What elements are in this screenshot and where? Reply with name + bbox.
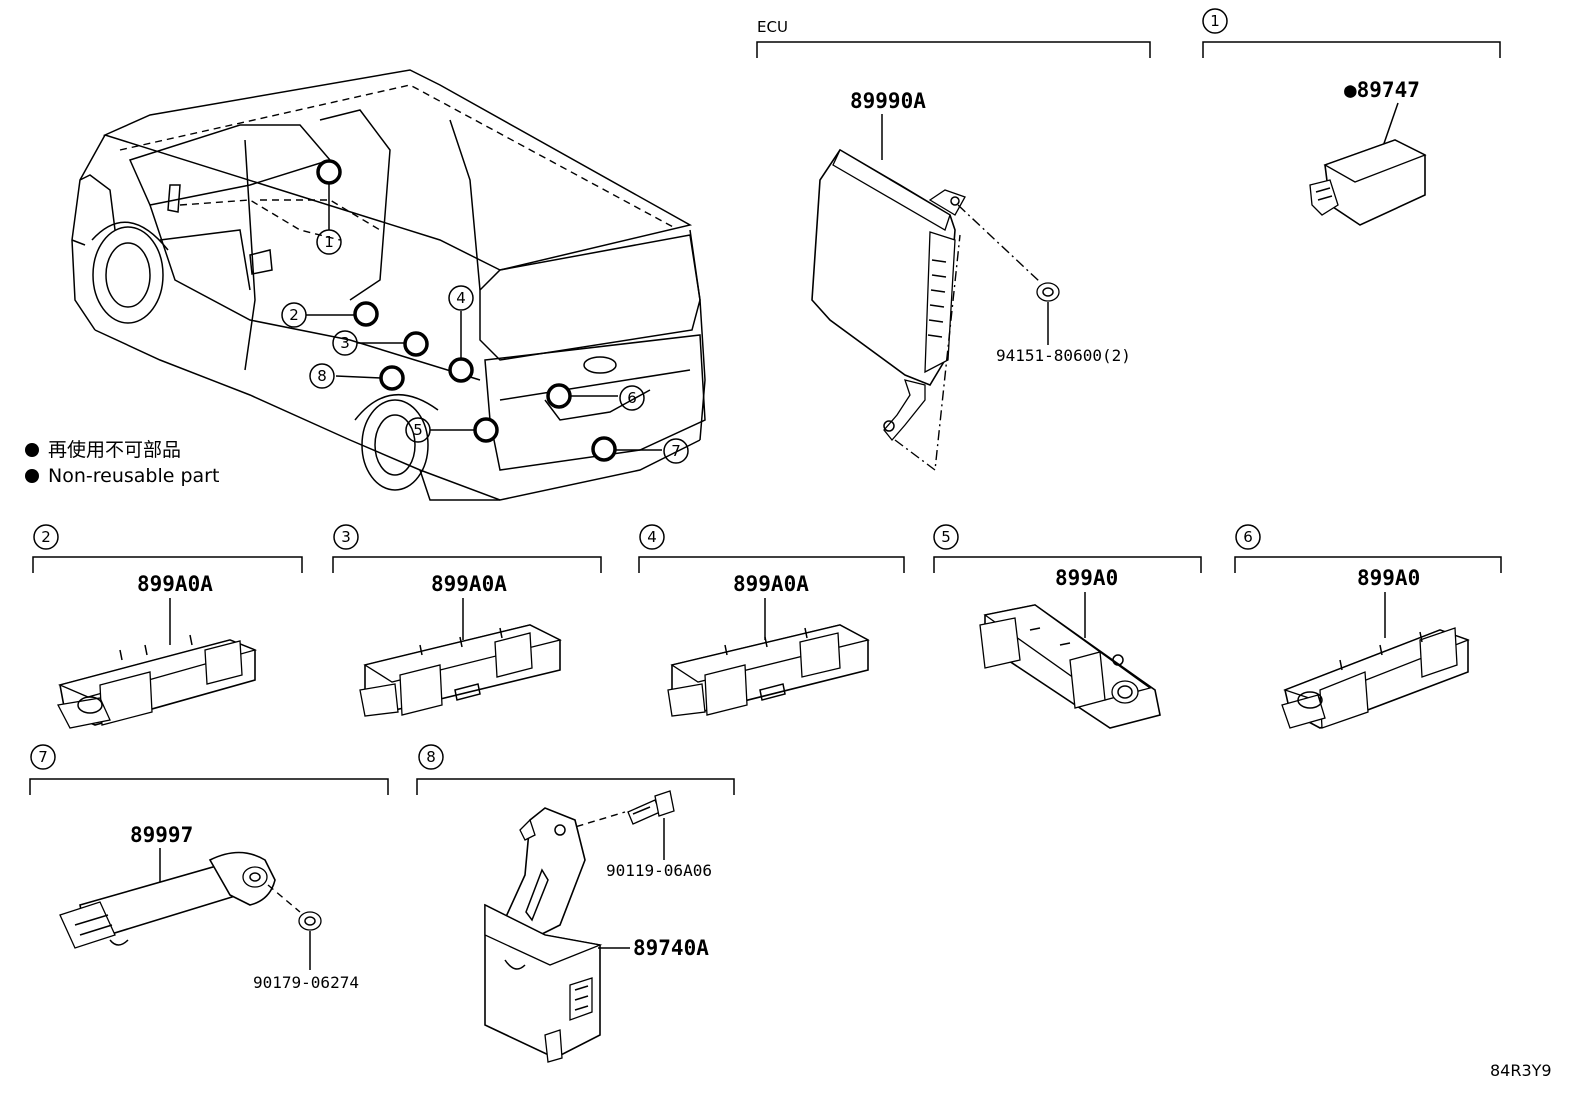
svg-text:7: 7 — [38, 748, 48, 766]
legend-line-en: Non-reusable part — [48, 465, 219, 487]
group-header-ecu: ECU — [757, 18, 788, 36]
sensor-bracket — [57, 634, 258, 729]
callout-1: 1 — [316, 229, 342, 255]
group-7: 7 89997 90179-06274 — [29, 744, 389, 992]
callout-leaders — [306, 183, 662, 451]
sensor-probe — [59, 851, 276, 949]
part-number-89740a: 89740A — [633, 936, 709, 960]
part-number-90119-06a06: 90119-06A06 — [606, 861, 712, 880]
svg-text:5: 5 — [941, 528, 951, 546]
part-number-94151-80600: 94151-80600(2) — [996, 346, 1131, 365]
module-with-bracket — [484, 807, 603, 1063]
svg-text:3: 3 — [340, 334, 350, 352]
callout-6: 6 — [619, 385, 645, 411]
bullet-icon — [25, 469, 39, 483]
van-sensor-markers — [316, 159, 617, 462]
part-number-899a0-5: 899A0 — [1055, 566, 1118, 590]
svg-text:6: 6 — [1243, 528, 1253, 546]
group-1: 1 ●89747 — [1202, 8, 1501, 226]
svg-text:2: 2 — [41, 528, 51, 546]
illustration-code: 84R3Y9 — [1490, 1061, 1552, 1080]
svg-text:2: 2 — [289, 306, 299, 324]
svg-text:7: 7 — [671, 442, 681, 460]
group-4: 4 899A0A — [638, 524, 905, 717]
callout-2: 2 — [281, 302, 307, 328]
group-3: 3 899A0A — [332, 524, 602, 717]
callout-5: 5 — [405, 417, 431, 443]
group-6: 6 899A0 — [1234, 524, 1502, 729]
legend-line-ja: 再使用不可部品 — [48, 439, 181, 461]
callout-4: 4 — [448, 285, 474, 311]
svg-text:5: 5 — [413, 421, 423, 439]
svg-text:8: 8 — [426, 748, 436, 766]
part-number-89990a: 89990A — [850, 89, 926, 113]
callout-7: 7 — [663, 438, 689, 464]
svg-text:1: 1 — [324, 233, 334, 251]
svg-text:3: 3 — [341, 528, 351, 546]
svg-text:4: 4 — [456, 289, 466, 307]
callout-3: 3 — [332, 330, 358, 356]
sensor-bracket — [979, 604, 1161, 729]
callout-8: 8 — [309, 363, 335, 389]
sensor-bracket — [667, 624, 870, 717]
legend: 再使用不可部品 Non-reusable part — [25, 439, 219, 487]
group-ecu: ECU 89990A 94151-80600(2) — [756, 18, 1151, 472]
van-callouts: 1 2 3 4 8 5 6 7 — [281, 229, 689, 464]
part-number-89997: 89997 — [130, 823, 193, 847]
part-number-89747: ●89747 — [1344, 78, 1420, 102]
bullet-icon — [25, 443, 39, 457]
sensor-bracket — [1281, 627, 1470, 729]
van-illustration — [71, 69, 706, 501]
svg-text:6: 6 — [627, 389, 637, 407]
group-5: 5 899A0 — [933, 524, 1202, 729]
sensor-bracket — [359, 624, 562, 717]
group-2: 2 899A0A — [32, 524, 303, 729]
part-number-90179-06274: 90179-06274 — [253, 973, 359, 992]
svg-text:4: 4 — [647, 528, 657, 546]
part-number-899a0-6: 899A0 — [1357, 566, 1420, 590]
part-number-899a0a-4: 899A0A — [733, 572, 809, 596]
svg-text:8: 8 — [317, 367, 327, 385]
part-number-899a0a-2: 899A0A — [137, 572, 213, 596]
part-number-899a0a-3: 899A0A — [431, 572, 507, 596]
group-8: 8 90119-06A06 89740A — [416, 744, 735, 1063]
svg-text:1: 1 — [1210, 12, 1220, 30]
